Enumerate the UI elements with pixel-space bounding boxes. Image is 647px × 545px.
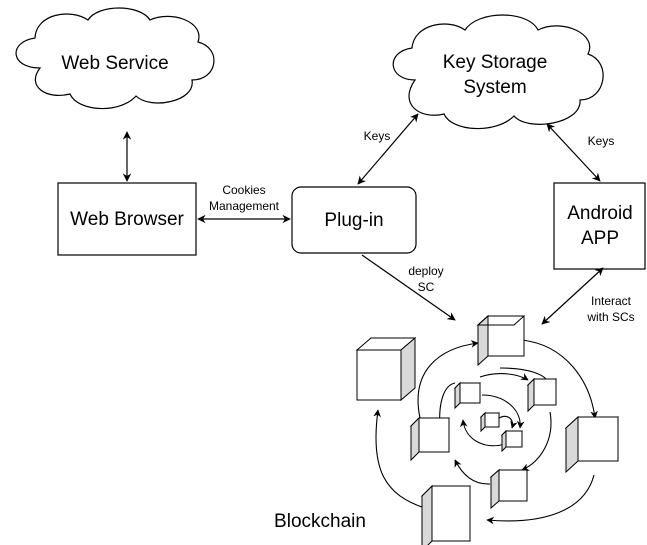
block-cube xyxy=(453,381,482,410)
cookies-label-line1: Cookies xyxy=(222,183,265,197)
spiral-arc xyxy=(481,394,525,429)
interact-label-line2: with SCs xyxy=(586,310,634,324)
key-storage-label-line2: System xyxy=(463,77,526,98)
deploy-label-line1: deploy xyxy=(408,264,443,278)
edges xyxy=(122,113,604,325)
android-app-label-line1: Android xyxy=(567,203,633,224)
web-browser-node: Web Browser xyxy=(57,182,197,256)
edge-keystorage-android xyxy=(546,123,601,182)
spiral-arc xyxy=(521,339,598,419)
plugin-label: Plug-in xyxy=(324,210,383,231)
android-app-label-line2: APP xyxy=(581,228,619,249)
blockchain-label: Blockchain xyxy=(274,511,366,532)
web-service-cloud: Web Service xyxy=(15,7,215,110)
key-storage-label-line1: Key Storage xyxy=(443,52,548,73)
block-cube xyxy=(564,415,620,474)
web-service-label: Web Service xyxy=(61,53,168,74)
block-cube xyxy=(355,336,417,402)
plugin-node: Plug-in xyxy=(291,186,417,254)
block-cube xyxy=(409,416,451,462)
spiral-arc xyxy=(486,474,595,525)
cookies-label-line2: Management xyxy=(209,199,280,213)
block-cube xyxy=(420,484,472,545)
android-app-node: Android APP xyxy=(553,182,646,270)
edge-plugin-keystorage xyxy=(357,113,419,185)
block-cube xyxy=(479,411,501,433)
keys-right-label: Keys xyxy=(588,134,615,148)
edge-plugin-blockchain xyxy=(361,254,456,321)
spiral-arc xyxy=(459,419,506,447)
spiral-arc xyxy=(454,459,491,485)
block-cube xyxy=(476,314,526,367)
block-cube xyxy=(526,377,558,413)
edge-android-blockchain xyxy=(541,267,604,325)
block-cube xyxy=(489,468,529,510)
key-storage-cloud: Key Storage System xyxy=(392,14,604,130)
keys-left-label: Keys xyxy=(364,129,391,143)
spiral-arc xyxy=(373,409,426,509)
deploy-label-line2: SC xyxy=(418,280,435,294)
blockchain-cubes xyxy=(355,314,620,545)
spiral-arc xyxy=(479,373,529,381)
web-browser-label: Web Browser xyxy=(70,209,184,230)
spiral-arc xyxy=(417,340,479,419)
interact-label-line1: Interact xyxy=(591,294,632,308)
spiral-arc xyxy=(521,411,552,471)
block-cube xyxy=(500,429,524,453)
